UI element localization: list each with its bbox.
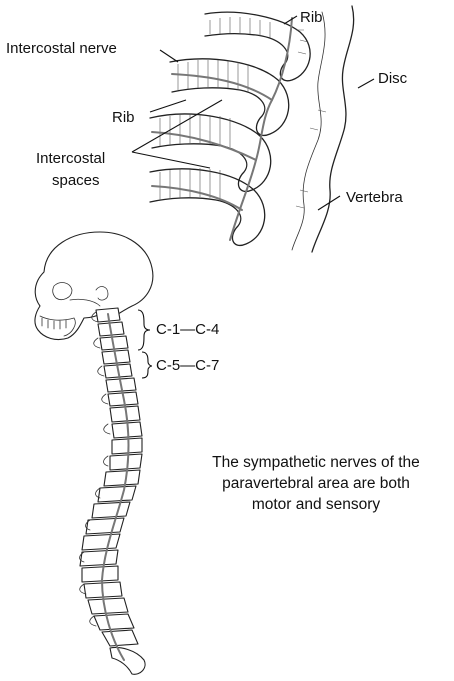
leader-rib-middle [150,100,186,112]
intercostal-nerve-trunk [230,18,292,240]
rib-3 [150,114,271,191]
caption-line-1: The sympathetic nerves of the [212,454,420,471]
label-c1-c4: C-1—C-4 [156,321,219,338]
leader-intercostal-nerve [160,50,178,62]
label-intercostal-spaces-line1: Intercostal [36,150,105,167]
skull [35,232,153,340]
label-intercostal-spaces-line2: spaces [52,172,100,189]
rib-hatching [160,17,326,208]
label-rib-middle: Rib [112,109,135,126]
leader-intercostal-space-2 [132,152,210,168]
bracket-c1-c4 [138,310,150,350]
rib-1 [205,12,310,81]
label-rib-top: Rib [300,9,323,26]
thoracic-detail: Rib Intercostal nerve Disc Rib Intercost… [6,6,408,252]
cranium [35,232,153,340]
spinal-column [80,308,145,674]
bracket-c5-c7 [142,352,152,378]
label-intercostal-nerve: Intercostal nerve [6,40,117,57]
skull-and-spine: C-1—C-4 C-5—C-7 [35,232,219,674]
label-disc: Disc [378,70,408,87]
disc-contour [292,12,325,250]
leader-rib-top [284,16,297,24]
vertebral-column-outline [312,6,354,252]
rib-4 [150,169,265,246]
leader-disc [358,79,374,88]
label-c5-c7: C-5—C-7 [156,357,219,374]
caption-line-2: paravertebral area are both [222,475,410,492]
caption: The sympathetic nerves of the paraverteb… [212,454,420,513]
caption-line-3: motor and sensory [252,496,381,513]
label-vertebra: Vertebra [346,189,403,206]
